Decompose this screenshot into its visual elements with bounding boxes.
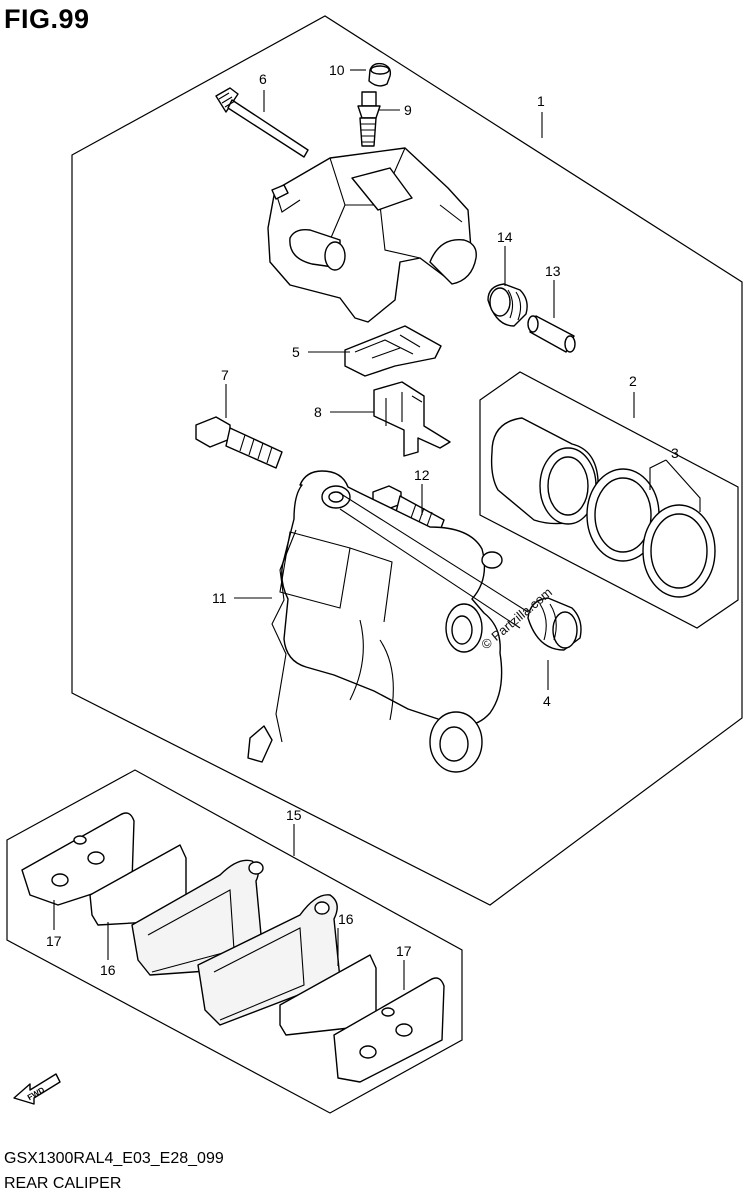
figure-code: GSX1300RAL4_E03_E28_099 xyxy=(4,1150,224,1167)
part-spring-plate-8[interactable] xyxy=(373,381,451,457)
callout-3: 3 xyxy=(671,445,679,461)
part-bracket-11[interactable] xyxy=(247,470,529,773)
callout-14: 14 xyxy=(497,229,513,245)
callout-11: 11 xyxy=(212,590,227,606)
callout-6: 6 xyxy=(259,71,267,87)
part-bleeder-valve-9[interactable] xyxy=(357,91,381,147)
part-sleeve-13[interactable] xyxy=(527,315,576,353)
part-piston-2[interactable] xyxy=(490,417,599,525)
part-pad-spring-5[interactable] xyxy=(344,325,442,377)
part-pad-a[interactable] xyxy=(131,859,265,976)
callout-17-right: 17 xyxy=(396,943,412,959)
part-pin-6[interactable] xyxy=(215,87,309,158)
part-bolt-7[interactable] xyxy=(195,416,283,469)
callout-8: 8 xyxy=(314,404,322,420)
piston-set-frame xyxy=(479,371,739,629)
callout-13: 13 xyxy=(545,263,561,279)
part-boot-4[interactable] xyxy=(527,597,582,651)
callout-17-left: 17 xyxy=(46,933,62,949)
pad-set-frame xyxy=(6,769,463,1114)
part-caliper-body[interactable] xyxy=(267,147,477,323)
callout-labels: 1 2 3 4 5 6 7 8 9 10 11 12 13 14 15 16 1… xyxy=(46,62,679,978)
part-seals-3[interactable] xyxy=(586,468,716,598)
figure-name: REAR CALIPER xyxy=(4,1175,122,1192)
callout-15: 15 xyxy=(286,807,302,823)
callout-10: 10 xyxy=(329,62,345,78)
callout-5: 5 xyxy=(292,344,300,360)
part-boot-14[interactable] xyxy=(487,283,528,327)
part-shim-17b[interactable] xyxy=(333,977,445,1083)
callout-12: 12 xyxy=(414,467,430,483)
callout-9: 9 xyxy=(404,102,412,118)
leader-lines xyxy=(53,69,701,990)
callout-4: 4 xyxy=(543,693,551,709)
part-bleeder-cap-10[interactable] xyxy=(368,62,392,87)
callout-1: 1 xyxy=(537,93,545,109)
fwd-arrow-icon: FWD xyxy=(13,1073,61,1105)
callout-16-right: 16 xyxy=(338,911,354,927)
callout-7: 7 xyxy=(221,367,229,383)
caliper-assembly-frame xyxy=(71,15,743,906)
figure-title: FIG.99 xyxy=(4,4,90,34)
callout-2: 2 xyxy=(629,373,637,389)
callout-16-left: 16 xyxy=(100,962,116,978)
